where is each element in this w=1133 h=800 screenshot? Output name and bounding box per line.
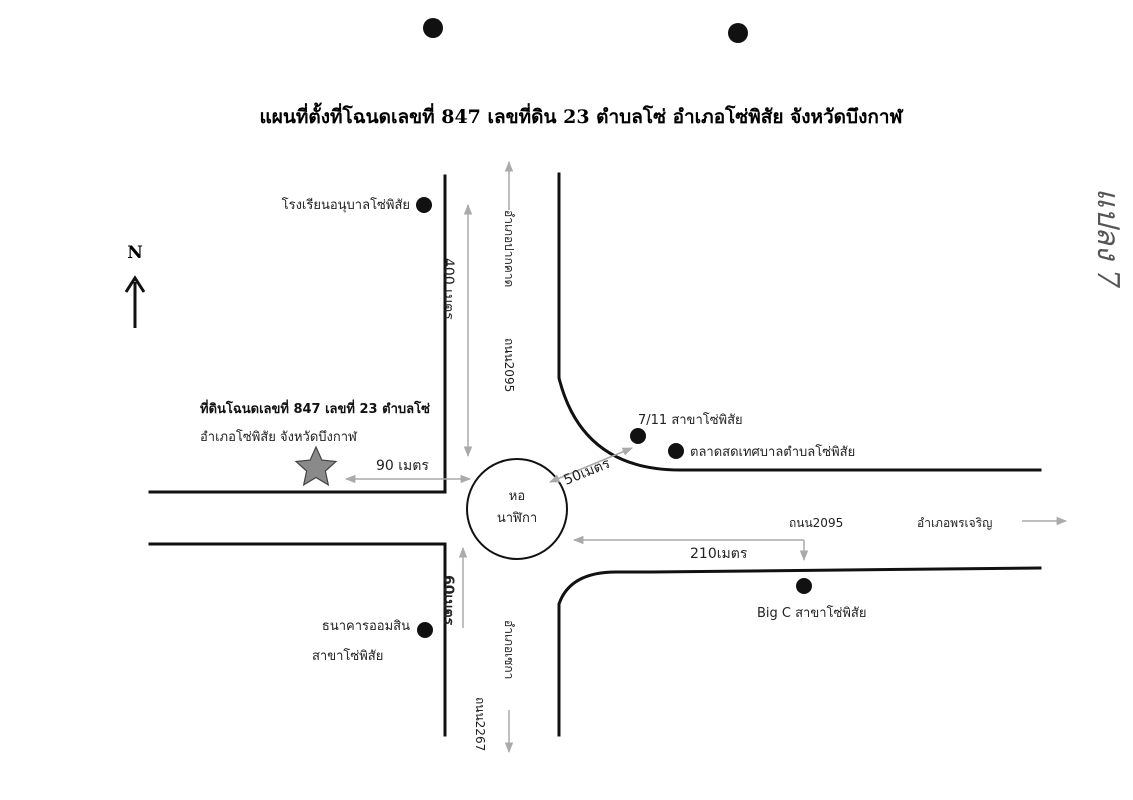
landmark-seven-eleven: 7/11 สาขาโซ่พิสัย: [638, 412, 743, 428]
distance-bank: 60เมตร: [440, 575, 456, 626]
distance-parcel: 90 เมตร: [376, 458, 429, 474]
north-arrow-icon: [124, 275, 146, 328]
road-name-east: ถนน2095: [789, 516, 843, 530]
distance-bigc: 210เมตร: [690, 546, 748, 562]
handwritten-note: แปลง 7: [1090, 188, 1125, 289]
map-title: แผนที่ตั้งที่โฉนดเลขที่ 847 เลขที่ดิน 23…: [259, 102, 903, 128]
clock-tower-roundabout: [466, 458, 568, 560]
landmark-market: ตลาดสดเทศบาลตำบลโซ่พิสัย: [690, 444, 855, 460]
landmark-school: โรงเรียนอนุบาลโซ่พิสัย: [282, 197, 410, 213]
binder-hole: [423, 18, 443, 38]
guide-arrows: [344, 160, 1068, 754]
clock-tower-label: หอ: [509, 489, 525, 504]
north-label: N: [127, 243, 143, 263]
destination-north: อำเภอปากคาด: [502, 210, 516, 287]
destination-east: อำเภอพรเจริญ: [917, 516, 992, 530]
clock-tower-label: นาฬิกา: [497, 511, 537, 526]
destination-south: อำเภอเซกา: [502, 620, 516, 679]
landmark-bank: สาขาโซ่พิสัย: [312, 648, 383, 664]
road-name-north: ถนน2095: [502, 338, 516, 392]
bigc-marker-icon: [796, 578, 812, 594]
landmark-bank: ธนาคารออมสิน: [322, 619, 410, 634]
distance-seven-eleven: 50เมตร: [562, 456, 613, 489]
subject-parcel-label: ที่ดินโฉนดเลขที่ 847 เลขที่ 23 ตำบลโซ่: [200, 399, 430, 417]
roads: [148, 172, 1042, 737]
subject-parcel-label: อำเภอโซ่พิสัย จังหวัดบึงกาฬ: [200, 429, 358, 445]
landmark-bigc: Big C สาขาโซ่พิสัย: [757, 605, 866, 621]
seven-eleven-marker-icon: [630, 428, 646, 444]
school-marker-icon: [416, 197, 432, 213]
road-name-south: ถนน2267: [473, 697, 487, 751]
binder-hole: [728, 23, 748, 43]
market-marker-icon: [668, 443, 684, 459]
bank-marker-icon: [417, 622, 433, 638]
distance-school: 400 เมตร: [440, 258, 456, 320]
star-icon: [294, 445, 338, 487]
